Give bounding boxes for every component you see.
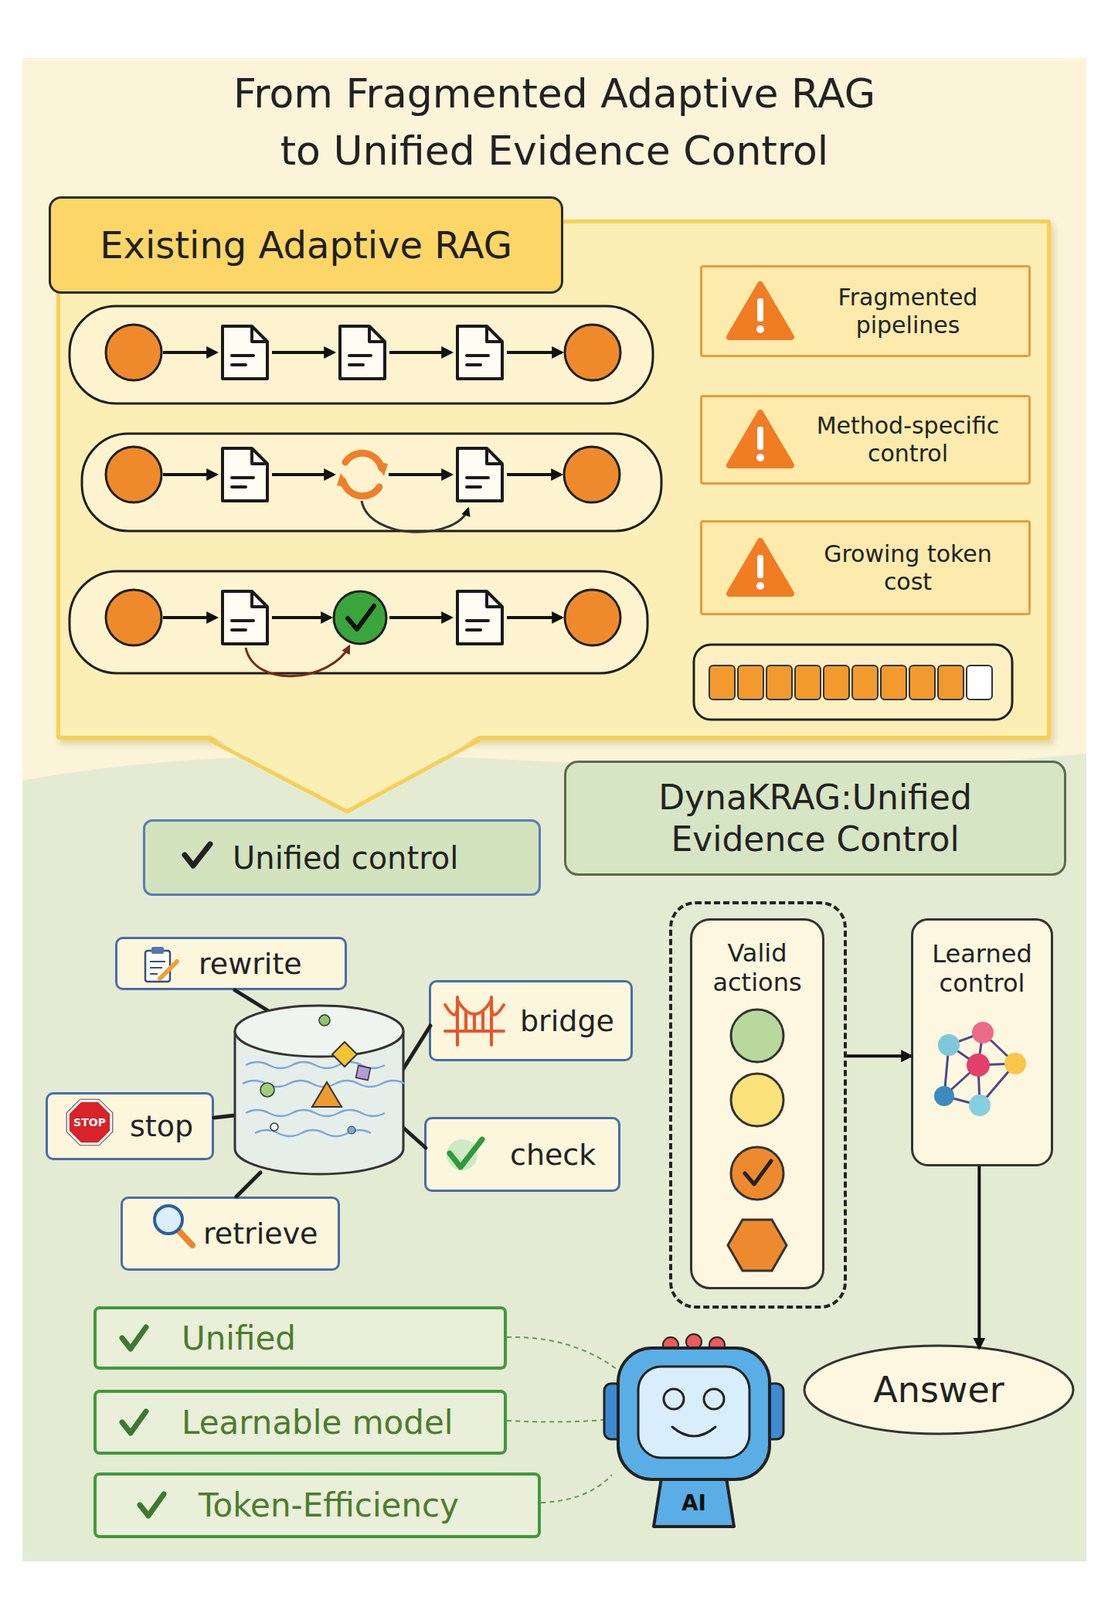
robot-part (653, 1477, 735, 1527)
evidence-pool-part (319, 1014, 330, 1026)
robot-part (764, 1383, 784, 1439)
node-text: Unified (181, 1318, 296, 1357)
title: From Fragmented Adaptive RAG to Unified … (208, 64, 901, 180)
node-text: Method-specific control (815, 397, 1000, 483)
green-background (22, 753, 1087, 1561)
ellipse-shape (804, 1345, 1074, 1434)
connector-arrow (846, 1053, 911, 1058)
leader-lines-part (234, 989, 286, 1022)
node-text: DynaKRAG:Unified Evidence Control (583, 776, 1047, 860)
warning-box: Growing token cost (700, 520, 1031, 616)
warning-box: Method-specific control (700, 394, 1031, 485)
dashed-leaders-part (540, 1474, 612, 1503)
node-text: Answer (873, 1368, 1004, 1411)
robot-label: AI (666, 1489, 721, 1516)
node-text: Unified control (232, 839, 459, 876)
leader-lines-part (403, 1127, 426, 1148)
benefit-box: Token-Efficiency (93, 1471, 541, 1538)
dashed-leaders-part (506, 1418, 612, 1422)
node-text: Growing token cost (815, 522, 1000, 613)
evidence-pool (234, 1005, 405, 1174)
evidence-pool-part (245, 1109, 385, 1116)
dashed-leaders-part (506, 1336, 618, 1370)
warning-box: Fragmented pipelines (700, 265, 1031, 357)
leader-lines-part (401, 1025, 431, 1071)
benefit-box: Unified (93, 1305, 507, 1370)
feature-box: Unified control (142, 819, 541, 896)
node-text: Learnable model (181, 1403, 453, 1442)
evidence-pool-part (270, 1122, 279, 1131)
chevron-arrow (209, 734, 480, 812)
evidence-pool-part (254, 1129, 371, 1136)
evidence-pool-part (242, 1080, 405, 1087)
evidence-pool-part (260, 1082, 275, 1097)
action-box: stop (45, 1091, 215, 1160)
evidence-pool-part (347, 1125, 356, 1134)
chevron-outline (209, 739, 480, 812)
connector-arrow (977, 1165, 981, 1348)
stop-text: STOP (66, 1114, 113, 1129)
robot-part (672, 1426, 716, 1436)
panel: Existing Adaptive RAGFragmented pipeline… (56, 219, 1051, 740)
robot-part (604, 1383, 623, 1439)
robot-part (686, 1333, 702, 1350)
control-box: Learned control (910, 917, 1054, 1166)
robot-part (662, 1336, 679, 1353)
evidence-pool-part (356, 1065, 371, 1081)
robot-part (703, 1388, 724, 1409)
action-box: check (424, 1116, 621, 1192)
leader-lines-part (236, 1172, 261, 1197)
robot-part (618, 1347, 770, 1479)
node-text: Valid actions (689, 938, 825, 997)
benefit-box: Learnable model (93, 1389, 507, 1455)
node-text: Existing Adaptive RAG (48, 196, 564, 294)
node-text: stop (129, 1108, 194, 1143)
leader-lines-part (214, 1114, 235, 1118)
action-box: rewrite (115, 936, 347, 990)
answer-ellipse: Answer (802, 1343, 1075, 1435)
robot-part (709, 1336, 725, 1353)
node-text: Token-Efficiency (198, 1485, 459, 1524)
node-text: retrieve (203, 1216, 319, 1251)
evidence-pool-part (332, 1041, 357, 1067)
evidence-pool-part (234, 1030, 404, 1174)
robot (604, 1333, 784, 1527)
page-background (22, 57, 1087, 1561)
node-text: Fragmented pipelines (815, 267, 1000, 355)
method-box: DynaKRAG:Unified Evidence Control (564, 760, 1067, 876)
evidence-pool-part (245, 1061, 385, 1068)
node-text: check (509, 1137, 596, 1172)
leader-lines (214, 989, 431, 1197)
robot-part (638, 1366, 750, 1458)
action-box: bridge (428, 979, 633, 1061)
node-text: rewrite (198, 946, 303, 981)
evidence-pool-part (234, 1005, 404, 1057)
valid-actions-box: Valid actions (669, 900, 847, 1309)
node-text: Learned control (917, 938, 1047, 998)
node-text: bridge (520, 1003, 615, 1038)
action-box: retrieve (120, 1196, 340, 1271)
robot-part (663, 1388, 684, 1409)
evidence-pool-part (312, 1081, 342, 1107)
